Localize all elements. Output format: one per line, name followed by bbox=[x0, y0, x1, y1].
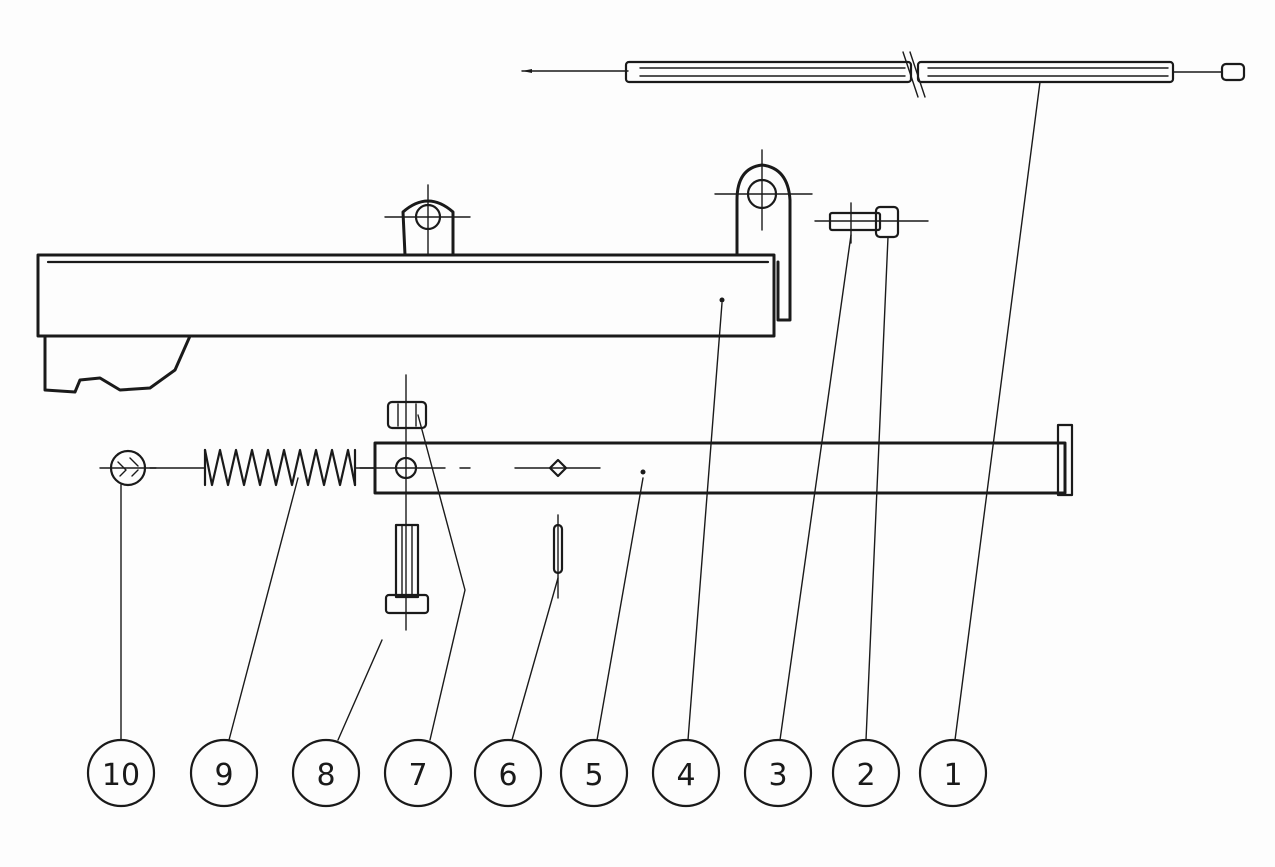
callout-label-2: 2 bbox=[856, 758, 875, 793]
callout-label-7: 7 bbox=[408, 758, 427, 793]
callout-9: 9 bbox=[189, 738, 259, 808]
part-1-cable bbox=[521, 51, 1246, 98]
callout-label-10: 10 bbox=[102, 758, 140, 793]
callout-label-9: 9 bbox=[214, 758, 233, 793]
callout-label-1: 1 bbox=[943, 758, 962, 793]
callout-label-8: 8 bbox=[316, 758, 335, 793]
part-5-bar bbox=[359, 374, 1074, 631]
callout-label-6: 6 bbox=[498, 758, 517, 793]
leader-lines bbox=[120, 81, 1041, 741]
callout-7: 7 bbox=[383, 738, 453, 808]
part-2-3-pin bbox=[814, 202, 929, 244]
part-4-bracket bbox=[36, 149, 813, 394]
callout-5: 5 bbox=[559, 738, 629, 808]
part-10-ball bbox=[99, 449, 157, 487]
callout-label-4: 4 bbox=[676, 758, 695, 793]
part-7-nut bbox=[386, 400, 428, 430]
callout-4: 4 bbox=[651, 738, 721, 808]
part-9-spring bbox=[149, 448, 376, 487]
part-6-pin bbox=[552, 514, 564, 599]
part-8-bolt bbox=[384, 523, 430, 615]
callout-label-3: 3 bbox=[768, 758, 787, 793]
callout-3: 3 bbox=[743, 738, 813, 808]
callout-2: 2 bbox=[831, 738, 901, 808]
callout-10: 10 bbox=[86, 738, 156, 808]
callout-label-5: 5 bbox=[584, 758, 603, 793]
callout-8: 8 bbox=[291, 738, 361, 808]
callout-1: 1 bbox=[918, 738, 988, 808]
callout-6: 6 bbox=[473, 738, 543, 808]
